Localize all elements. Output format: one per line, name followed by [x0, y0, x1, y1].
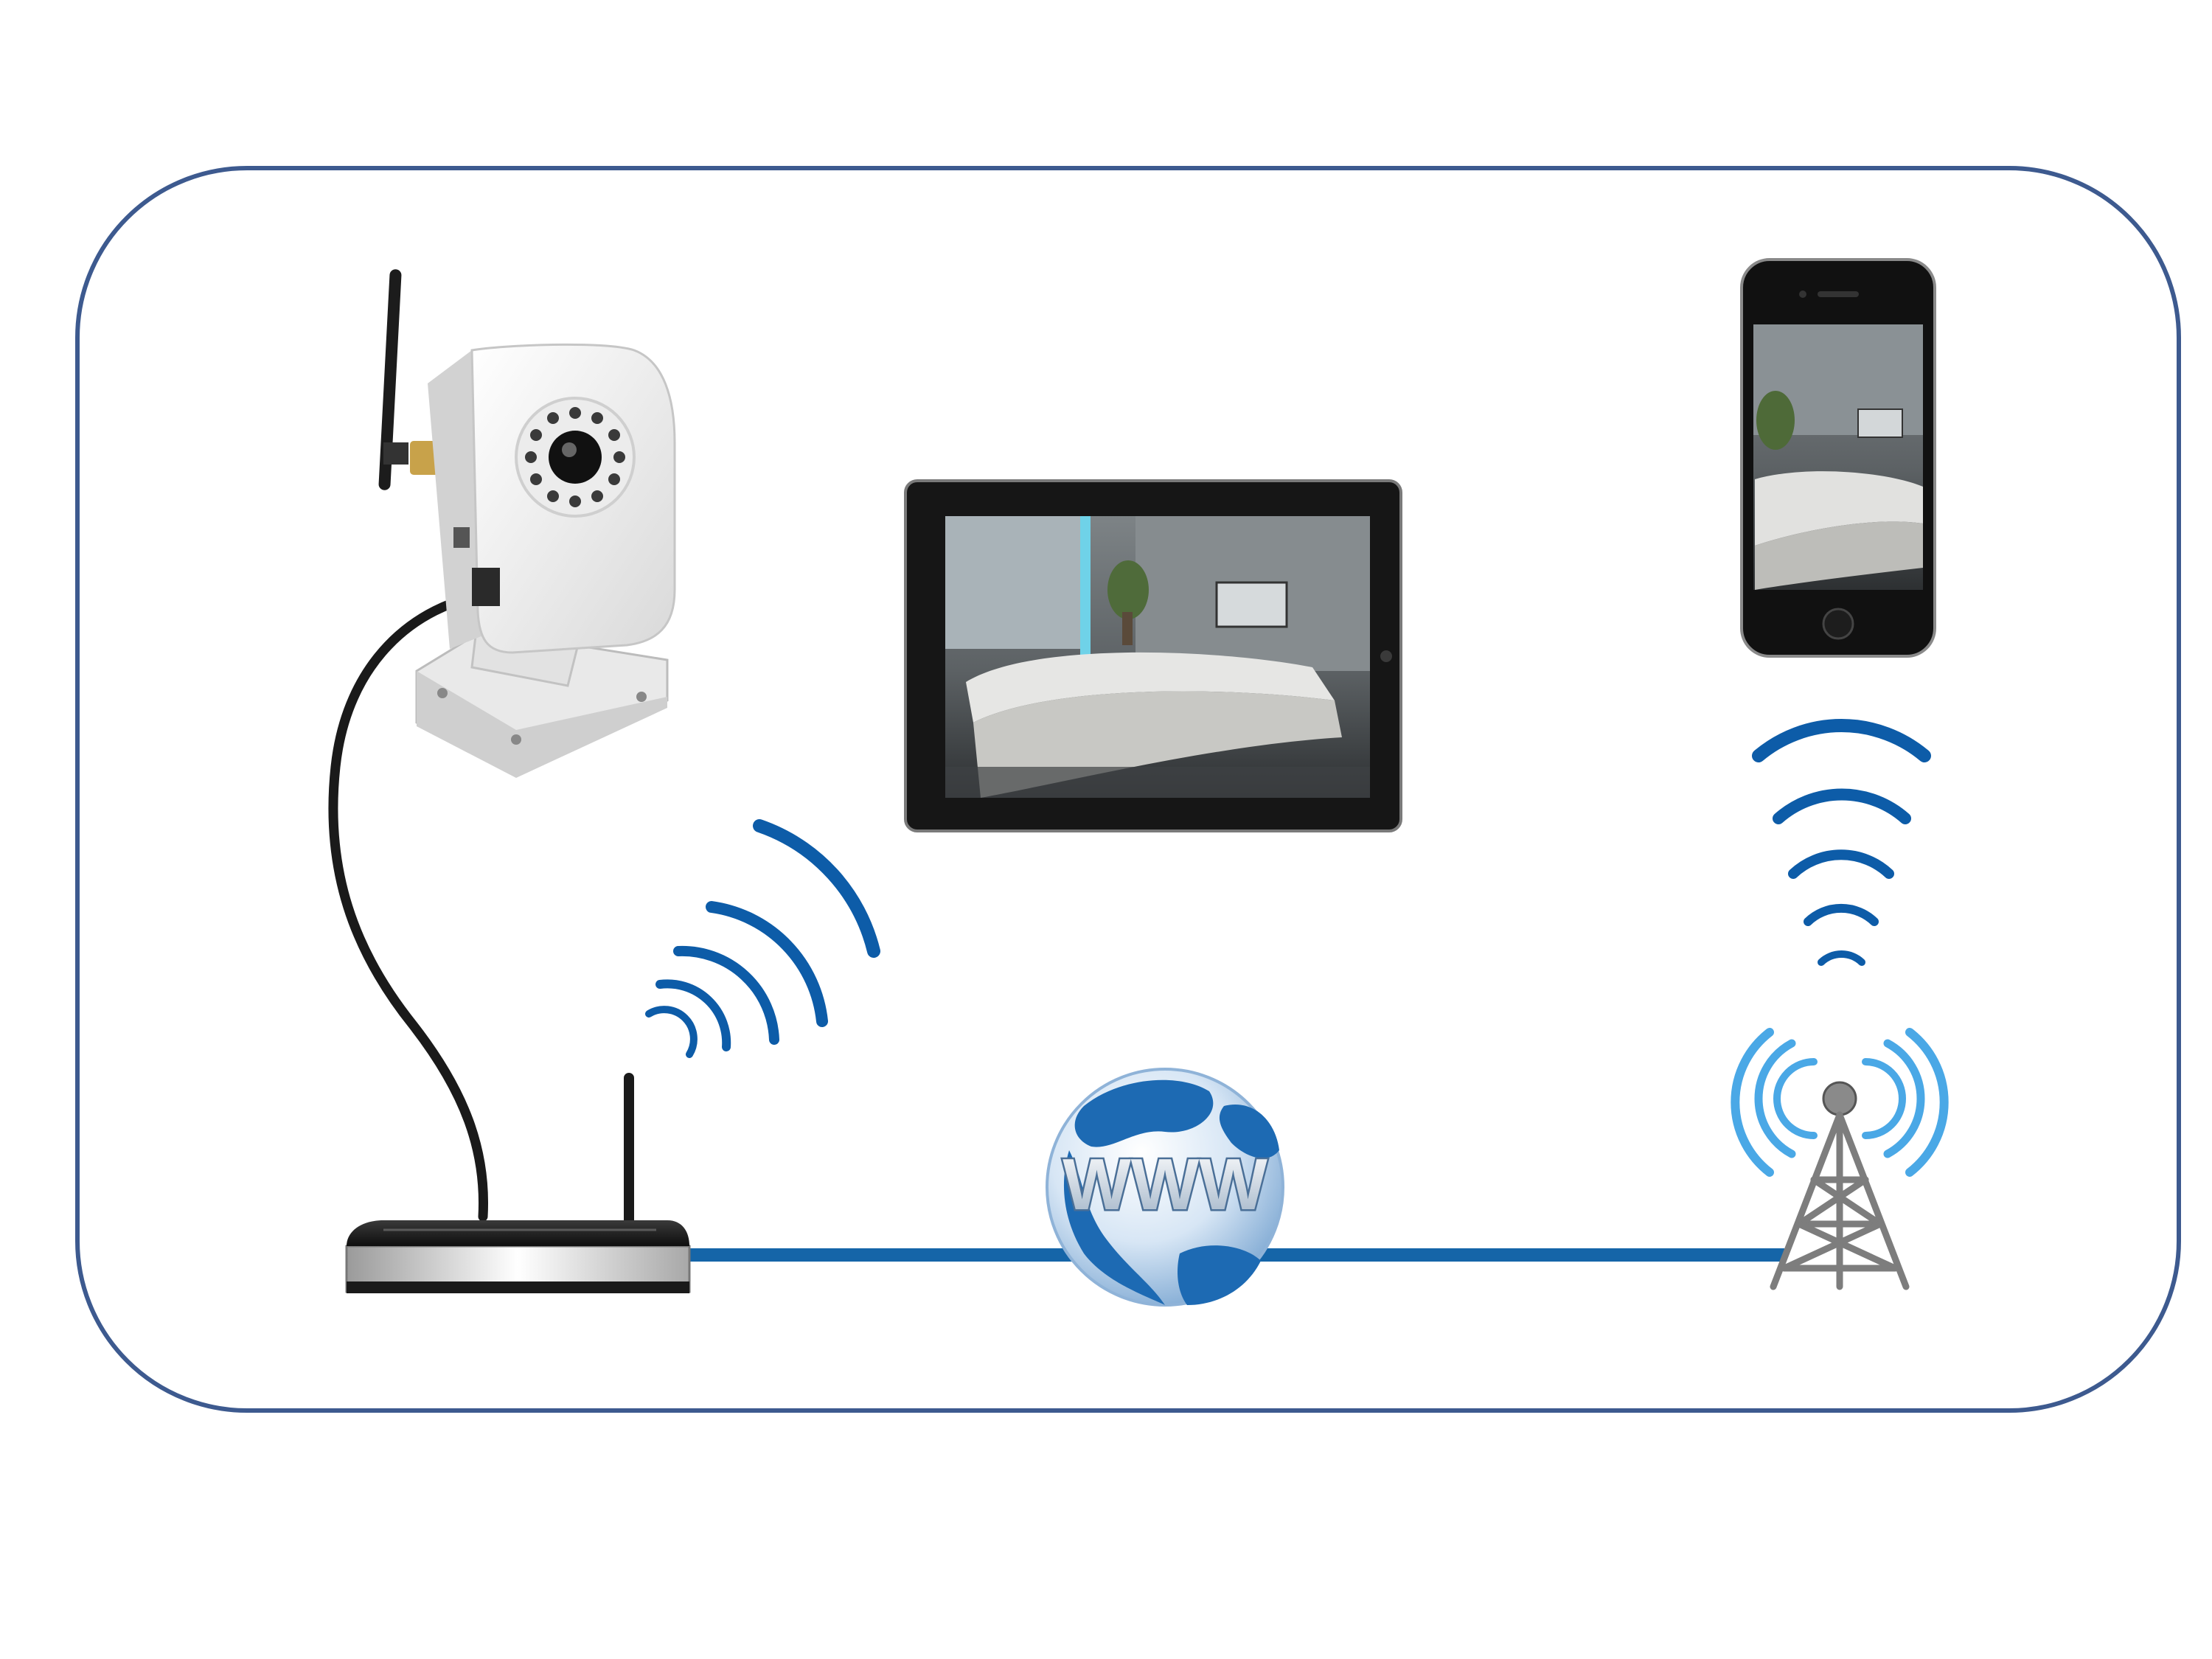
- router-signal-icon: [645, 819, 880, 1058]
- wireless-router-icon: [345, 1073, 691, 1293]
- cell-tower-icon: [1731, 1028, 1949, 1290]
- globe-www-icon: WWW: [1046, 1068, 1284, 1307]
- tablet-icon: [904, 479, 1402, 832]
- ip-camera-icon: [378, 269, 676, 778]
- phone-signal-icon: [1752, 719, 1931, 966]
- diagram-frame: [75, 166, 2181, 1413]
- smartphone-icon: [1740, 258, 1936, 658]
- globe-label: WWW: [1062, 1144, 1267, 1225]
- camera-cable: [328, 588, 495, 1222]
